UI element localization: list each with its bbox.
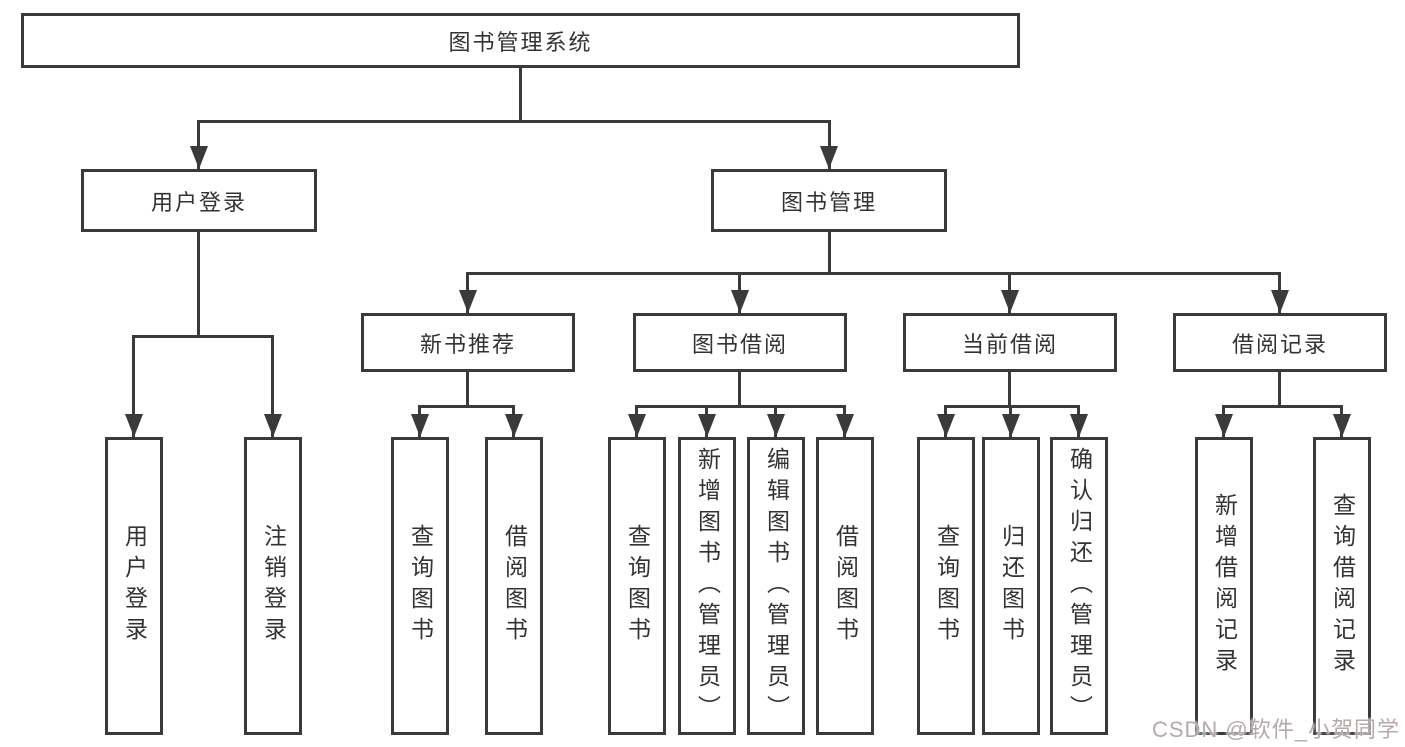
connector-line — [271, 335, 274, 437]
leaf-borrow-borrow-books-label: 借阅图书 — [832, 524, 859, 648]
connector-line — [197, 232, 200, 335]
arrow-down-icon — [628, 414, 646, 437]
leaf-records-add-record-label: 新增借阅记录 — [1211, 493, 1238, 679]
node-book-management: 图书管理 — [711, 169, 947, 232]
arrow-down-icon — [836, 414, 854, 437]
leaf-current-confirm-return-admin: 确认归还（管理员） — [1050, 437, 1108, 735]
node-root-label: 图书管理系统 — [448, 29, 593, 55]
arrow-down-icon — [264, 414, 282, 437]
leaf-logout: 注销登录 — [244, 437, 302, 735]
leaf-recommend-query-books-label: 查询图书 — [407, 524, 434, 648]
arrow-down-icon — [1002, 414, 1020, 437]
node-book-borrowing: 图书借阅 — [633, 313, 847, 372]
connector-line — [738, 372, 741, 405]
arrow-down-icon — [1001, 290, 1019, 313]
leaf-user-login: 用户登录 — [105, 437, 163, 735]
leaf-current-confirm-return-admin-label: 确认归还（管理员） — [1066, 446, 1093, 726]
arrow-down-icon — [731, 290, 749, 313]
connector-line — [1278, 372, 1281, 405]
node-borrowing-records: 借阅记录 — [1173, 313, 1387, 372]
leaf-records-add-record: 新增借阅记录 — [1195, 437, 1253, 735]
leaf-current-return-books-label: 归还图书 — [998, 524, 1025, 648]
leaf-borrow-borrow-books: 借阅图书 — [816, 437, 874, 735]
arrow-down-icon — [698, 414, 716, 437]
connector-line — [1008, 372, 1011, 405]
leaf-borrow-query-books: 查询图书 — [608, 437, 666, 735]
connector-line — [197, 120, 200, 169]
leaf-recommend-query-books: 查询图书 — [391, 437, 449, 735]
connector-line — [1222, 405, 1343, 408]
arrow-down-icon — [505, 414, 523, 437]
arrow-down-icon — [767, 414, 785, 437]
connector-line — [944, 405, 1080, 408]
arrow-down-icon — [1271, 290, 1289, 313]
leaf-borrow-add-books-admin-label: 新增图书（管理员） — [694, 446, 721, 726]
connector-line — [197, 120, 831, 123]
leaf-borrow-edit-books-admin: 编辑图书（管理员） — [747, 437, 805, 735]
arrow-down-icon — [1070, 414, 1088, 437]
arrow-down-icon — [1333, 414, 1351, 437]
arrow-down-icon — [411, 414, 429, 437]
arrow-down-icon — [459, 290, 477, 313]
node-root: 图书管理系统 — [21, 13, 1020, 68]
connector-line — [828, 232, 831, 272]
connector-line — [519, 68, 522, 122]
node-user-login: 用户登录 — [81, 169, 317, 232]
node-current-borrowing: 当前借阅 — [903, 313, 1117, 372]
arrow-down-icon — [1215, 414, 1233, 437]
arrow-down-icon — [937, 414, 955, 437]
leaf-records-query-record-label: 查询借阅记录 — [1329, 493, 1356, 679]
leaf-current-return-books: 归还图书 — [982, 437, 1040, 735]
connector-line — [132, 335, 274, 338]
leaf-recommend-borrow-books: 借阅图书 — [485, 437, 543, 735]
connector-line — [828, 120, 831, 169]
node-new-book-recommend: 新书推荐 — [361, 313, 575, 372]
node-book-borrowing-label: 图书借阅 — [691, 331, 788, 357]
leaf-borrow-edit-books-admin-label: 编辑图书（管理员） — [763, 446, 790, 726]
arrow-down-icon — [190, 146, 208, 169]
connector-line — [466, 272, 1281, 275]
node-new-book-recommend-label: 新书推荐 — [419, 331, 516, 357]
node-borrowing-records-label: 借阅记录 — [1231, 331, 1328, 357]
leaf-recommend-borrow-books-label: 借阅图书 — [501, 524, 528, 648]
node-user-login-label: 用户登录 — [150, 189, 247, 215]
node-current-borrowing-label: 当前借阅 — [961, 331, 1058, 357]
connector-line — [635, 405, 846, 408]
leaf-current-query-books: 查询图书 — [917, 437, 975, 735]
leaf-user-login-label: 用户登录 — [121, 524, 148, 648]
csdn-watermark: CSDN @软件_小贺同学 — [1151, 717, 1400, 742]
connector-line — [418, 405, 515, 408]
connector-line — [132, 335, 135, 437]
connector-line — [466, 372, 469, 405]
arrow-down-icon — [820, 146, 838, 169]
leaf-borrow-query-books-label: 查询图书 — [624, 524, 651, 648]
leaf-logout-label: 注销登录 — [260, 524, 287, 648]
node-book-management-label: 图书管理 — [780, 189, 877, 215]
leaf-current-query-books-label: 查询图书 — [933, 524, 960, 648]
leaf-borrow-add-books-admin: 新增图书（管理员） — [678, 437, 736, 735]
leaf-records-query-record: 查询借阅记录 — [1313, 437, 1371, 735]
arrow-down-icon — [125, 414, 143, 437]
